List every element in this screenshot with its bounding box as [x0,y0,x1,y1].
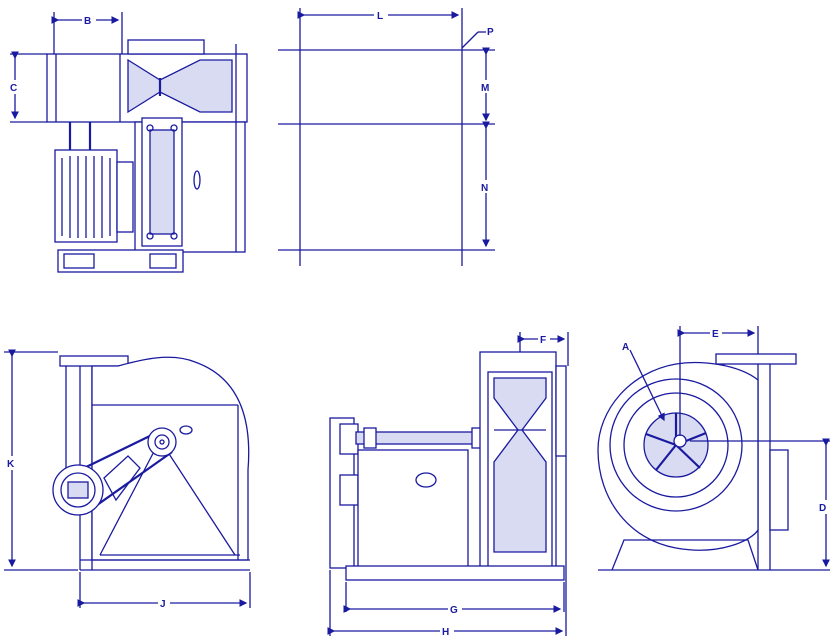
dim-label-l: L [377,11,383,22]
inlet-view: A E D [597,326,830,571]
rectangular-elevation: L P M N [278,8,495,266]
dim-label-j: J [160,599,166,610]
rear-elevation-view: F G H [327,332,569,638]
dim-label-m: M [481,83,489,94]
dim-label-p: P [487,27,494,38]
dim-label-h: H [442,627,449,638]
drive-side-view: K J [4,349,251,610]
dim-label-k: K [7,459,15,470]
dim-label-c: C [10,83,17,94]
dim-label-d: D [819,503,826,514]
dim-label-b: B [84,16,91,27]
dim-label-g: G [450,605,458,616]
dim-label-e: E [712,329,719,340]
dim-label-a: A [622,342,629,353]
plan-view: B C [9,12,248,273]
dim-label-f: F [540,335,546,346]
dim-label-n: N [481,183,488,194]
motor-fins [61,156,111,238]
